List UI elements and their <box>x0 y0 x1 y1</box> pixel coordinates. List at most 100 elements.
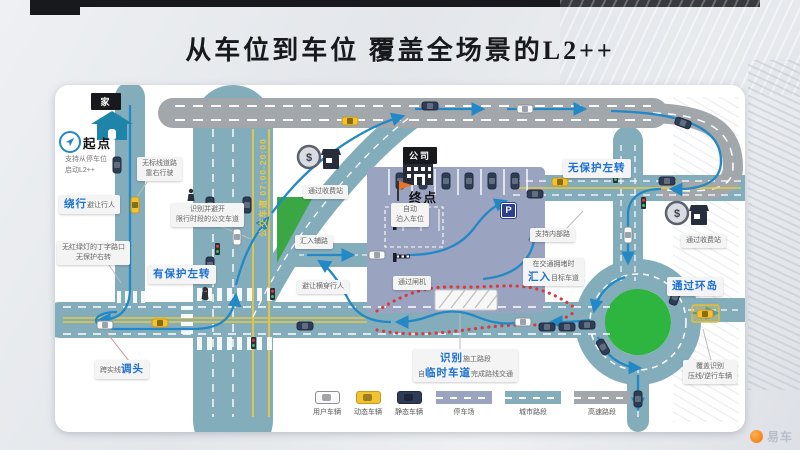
start-note-line2: 启动L2++ <box>65 166 95 174</box>
car-static <box>633 390 643 408</box>
legend-label: 停车场 <box>453 409 475 416</box>
label-bus-lane-avoid: 识别并避开 限行时段的公交车道 <box>171 203 244 227</box>
car-static <box>595 338 611 356</box>
label-text: 无标线道路 <box>142 160 177 167</box>
home-house-icon <box>91 111 133 140</box>
legend-item-highway: 高速路段 <box>574 391 630 417</box>
label-congestion-merge: 在交通拥堵时 汇入目标车道 <box>523 258 584 287</box>
label-text: 泊入车位 <box>396 215 424 223</box>
car-dynamic <box>551 177 569 187</box>
label-no-line-road: 无标线道路 靠右行驶 <box>137 157 182 181</box>
svg-text:$: $ <box>674 208 680 220</box>
legend: 用户车辆 动态车辆 静态车辆 停车场 城市路段 高速路段 <box>313 391 630 417</box>
label-merge-side-road: 汇入辅路 <box>295 235 333 249</box>
traffic-lights <box>203 171 646 349</box>
car-user <box>514 317 532 327</box>
label-text: 施工路段 <box>463 356 491 363</box>
legend-label: 动态车辆 <box>354 409 382 416</box>
legend-label: 用户车辆 <box>313 409 341 416</box>
label-line: 识别施工路段 <box>418 351 513 366</box>
road-map: 公交车道 07:00-20:00 $ $ <box>55 85 745 432</box>
car-static <box>538 322 556 332</box>
legend-item-dynamic-vehicle: 动态车辆 <box>354 391 382 417</box>
label-construction: 识别施工路段 自临时车道完成路线交通 <box>413 349 518 383</box>
start-label: 起点 <box>83 137 113 151</box>
bus-lane-road-text: 公交车道 07:00-20:00 <box>258 138 268 237</box>
car-dynamic <box>696 309 714 319</box>
watermark: 易车 <box>749 428 793 445</box>
label-bold: 有保护左转 <box>153 268 211 280</box>
top-corner-block <box>30 0 80 15</box>
company-badge: 公司 <box>403 147 437 164</box>
user-car-swatch <box>314 391 340 404</box>
label-detour: 绕行避让行人 <box>59 195 120 214</box>
background-streaks-right <box>748 60 800 390</box>
roundabout-island <box>605 289 671 355</box>
start-nav-icon <box>59 131 81 153</box>
car-static <box>464 172 474 190</box>
yiche-logo-icon <box>749 430 763 443</box>
label-internal-road: 支持内部路 <box>530 228 575 242</box>
label-text: 通过收费站 <box>308 188 343 195</box>
label-text: 识别并避开 <box>190 206 225 213</box>
label-text: 压线/逆行车辆 <box>688 372 732 380</box>
company-building-icon <box>403 163 433 185</box>
label-text: 自 <box>418 370 425 378</box>
car-static <box>487 172 497 190</box>
watermark-text: 易车 <box>766 430 793 444</box>
label-vehicle-recognition: 覆盖识别 压线/逆行车辆 <box>683 360 737 384</box>
car-user <box>96 320 114 330</box>
cone-lines <box>375 284 579 336</box>
label-t-junction: 无红绿灯的丁字路口 无保护右转 <box>57 241 130 265</box>
legend-item-user-vehicle: 用户车辆 <box>313 391 341 417</box>
green-median <box>277 197 313 263</box>
label-avoid-crossing: 避让横穿行人 <box>297 280 349 294</box>
label-text: 汇入辅路 <box>300 238 328 245</box>
destination-flag-icon <box>397 181 412 201</box>
car-static <box>510 172 520 190</box>
label-text: 通过收费站 <box>686 237 721 244</box>
label-text: 无保护右转 <box>76 253 111 261</box>
dynamic-car-swatch <box>355 391 381 404</box>
parking-p-sign: P <box>500 202 517 219</box>
start-note: 支持从停车位 启动L2++ <box>65 155 107 176</box>
legend-item-city-road: 城市路段 <box>505 391 561 417</box>
label-text: 在交通拥堵时 <box>532 261 575 268</box>
static-car-swatch <box>396 391 422 404</box>
legend-label: 静态车辆 <box>395 409 423 416</box>
parking-road-swatch <box>436 391 492 404</box>
label-gate: 通过闸机 <box>393 276 431 290</box>
car-static <box>112 156 122 174</box>
car-static <box>658 176 676 186</box>
car-static <box>242 196 252 214</box>
label-text: 自动 <box>403 206 417 213</box>
label-bold: 识别 <box>440 352 463 364</box>
car-user <box>232 228 242 246</box>
label-unprotected-left: 无保护左转 <box>563 159 631 178</box>
car-user <box>623 226 633 244</box>
svg-text:$: $ <box>306 152 312 164</box>
label-bold: 临时车道 <box>425 366 471 379</box>
legend-item-static-vehicle: 静态车辆 <box>395 391 423 417</box>
car-dynamic <box>341 116 359 126</box>
label-bold: 通过环岛 <box>672 280 718 292</box>
label-text: 目标车道 <box>551 274 579 282</box>
car-static <box>558 322 576 332</box>
label-text: 支持内部路 <box>535 231 570 238</box>
car-static <box>526 189 544 199</box>
highway-road-swatch <box>574 391 630 404</box>
car-dynamic <box>151 318 169 328</box>
label-line: 自临时车道完成路线交通 <box>418 366 513 381</box>
label-bold: 调头 <box>121 363 144 375</box>
scenario-map-card: 公交车道 07:00-20:00 $ $ <box>55 85 745 432</box>
label-text: 完成路线交通 <box>471 370 513 378</box>
label-text: 覆盖识别 <box>695 363 724 370</box>
construction-zone <box>434 289 498 311</box>
label-text: 限行时段的公交车道 <box>176 215 239 223</box>
label-uturn: 跨实线调头 <box>95 360 149 379</box>
toll-station-icon-right: $ <box>664 200 709 226</box>
legend-label: 高速路段 <box>588 409 616 416</box>
label-bold: 汇入 <box>528 270 551 283</box>
label-text: 避让行人 <box>87 202 115 209</box>
